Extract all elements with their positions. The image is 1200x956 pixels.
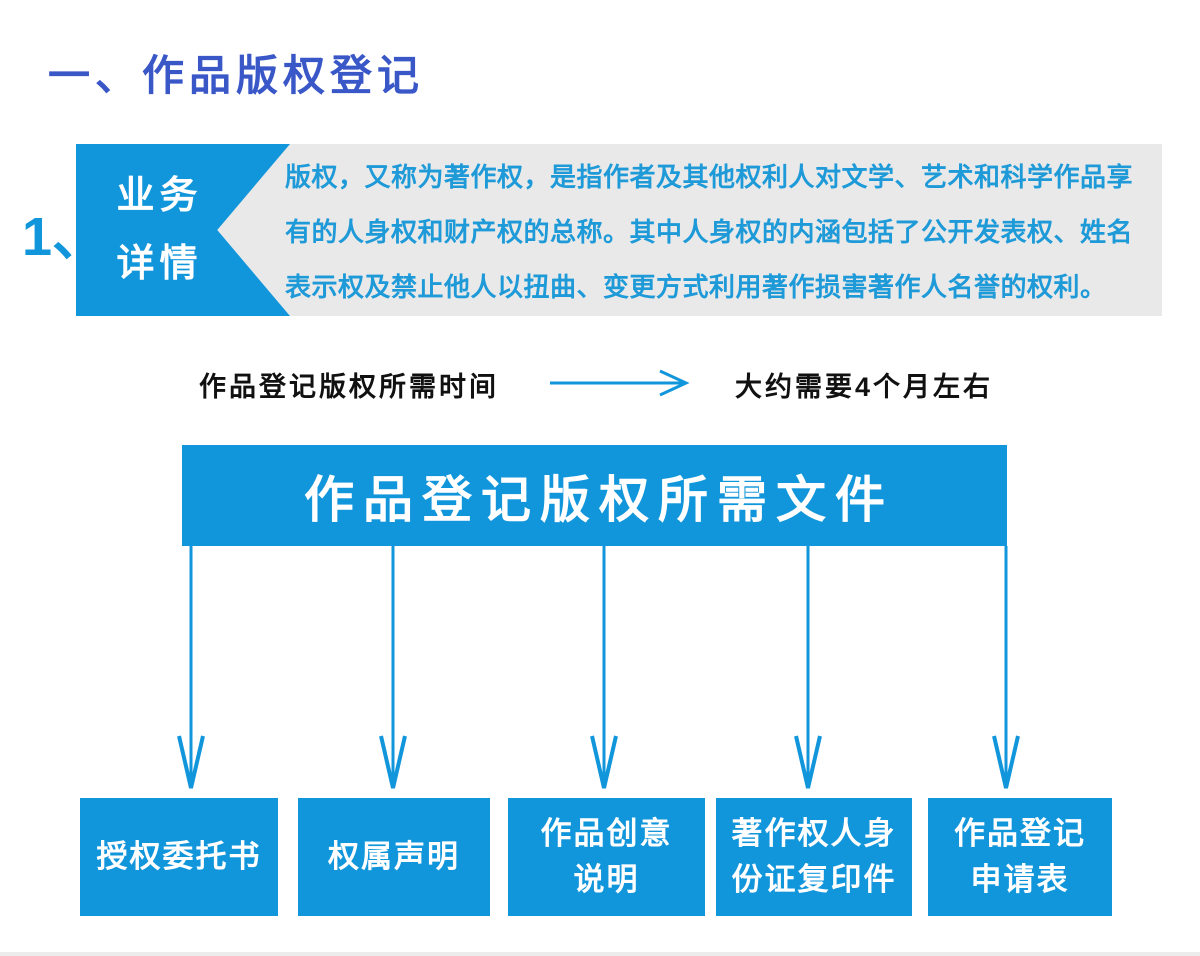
document-label: 份证复印件	[731, 862, 897, 897]
description-line-3: 表示权及禁止他人以扭曲、变更方式利用著作损害著作人名誉的权利。	[285, 272, 1107, 302]
document-label: 权属声明	[328, 839, 460, 874]
down-arrow-1	[177, 546, 205, 789]
document-label: 申请表	[970, 862, 1070, 897]
document-box-id-copy: 著作权人身 份证复印件	[716, 798, 912, 916]
documents-banner: 作品登记版权所需文件	[182, 445, 1007, 546]
document-box-application-form: 作品登记 申请表	[928, 798, 1112, 916]
time-required-label: 作品登记版权所需时间	[199, 372, 499, 402]
document-box-ownership-statement: 权属声明	[298, 798, 490, 916]
document-box-creative-description: 作品创意 说明	[508, 798, 705, 916]
down-arrow-4	[794, 546, 822, 789]
down-arrow-5	[992, 546, 1020, 789]
document-label: 说明	[573, 862, 640, 897]
description-line-2: 有的人身权和财产权的总称。其中人身权的内涵包括了公开发表权、姓名	[285, 217, 1134, 247]
business-detail-badge: 业务 详情	[76, 144, 290, 316]
documents-banner-title: 作品登记版权所需文件	[304, 471, 894, 528]
down-arrow-3	[590, 546, 618, 789]
business-detail-panel: 业务 详情 版权，又称为著作权，是指作者及其他权利人对文学、艺术和科学作品享 有…	[76, 144, 1162, 316]
document-label: 作品登记	[954, 816, 1086, 851]
document-label: 著作权人身	[731, 816, 897, 851]
page-title: 一、作品版权登记	[48, 52, 425, 99]
copyright-description: 版权，又称为著作权，是指作者及其他权利人对文学、艺术和科学作品享 有的人身权和财…	[285, 144, 1161, 316]
down-arrow-2	[379, 546, 407, 789]
time-required-value: 大约需要4个月左右	[735, 372, 994, 402]
document-label: 作品创意	[540, 816, 673, 851]
badge-label-line2: 详情	[116, 243, 203, 285]
right-arrow-icon	[548, 368, 694, 398]
bottom-divider	[0, 952, 1200, 956]
description-line-1: 版权，又称为著作权，是指作者及其他权利人对文学、艺术和科学作品享	[285, 162, 1134, 192]
connector-arrows	[0, 546, 1200, 794]
badge-label-line1: 业务	[116, 175, 203, 217]
document-box-authorization-letter: 授权委托书	[80, 798, 278, 916]
document-label: 授权委托书	[96, 839, 262, 874]
